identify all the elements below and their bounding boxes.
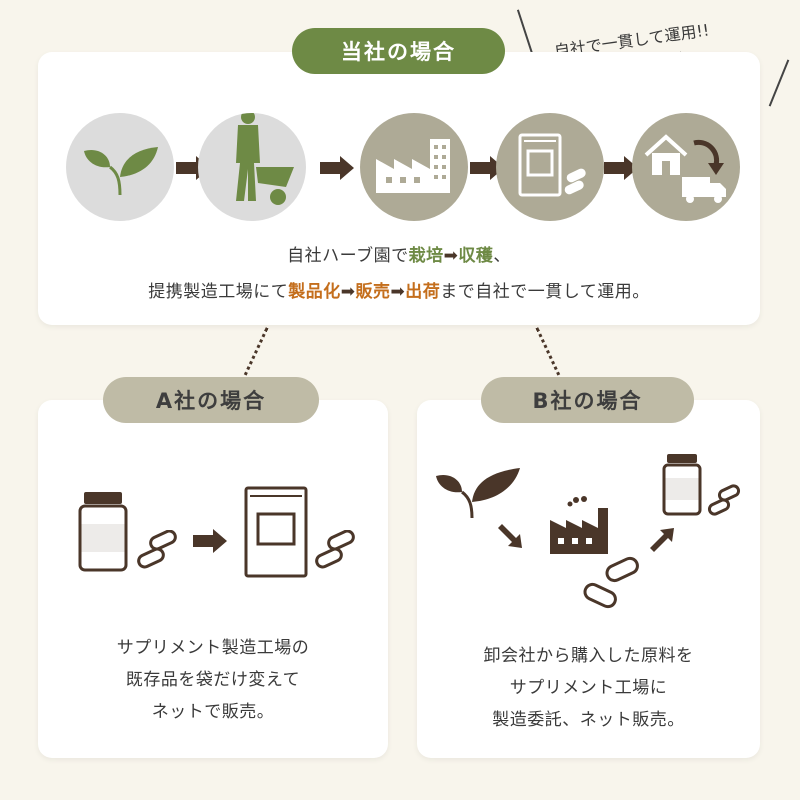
house-delivery-truck-icon bbox=[644, 134, 726, 203]
step-manufacture bbox=[360, 113, 468, 221]
company-b-text: 卸会社から購入した原料を サプリメント工場に 製造委託、ネット販売。 bbox=[417, 640, 760, 736]
desc-cultivate: 栽培 bbox=[408, 246, 444, 266]
company-a-text: サプリメント製造工場の 既存品を袋だけ変えて ネットで販売。 bbox=[38, 632, 388, 728]
connector-a bbox=[240, 327, 269, 383]
company-b-card bbox=[417, 400, 760, 758]
company-a-line-2: 既存品を袋だけ変えて bbox=[125, 670, 301, 690]
company-a-line-3: ネットで販売。 bbox=[151, 702, 275, 722]
slogan-divider-right bbox=[768, 59, 790, 107]
desc-arrow: ➡ bbox=[443, 246, 459, 266]
company-a-line-1: サプリメント製造工場の bbox=[116, 638, 310, 658]
desc-ship: 出荷 bbox=[405, 282, 441, 302]
arrow-right-icon bbox=[470, 156, 504, 180]
arrow-right-icon bbox=[320, 156, 354, 180]
leaf-icon bbox=[84, 147, 158, 196]
company-b-pill: B社の場合 bbox=[481, 377, 694, 423]
capsules-icon bbox=[583, 556, 639, 609]
company-b-line-3: 製造委託、ネット販売。 bbox=[492, 710, 685, 730]
company-b-line-2: サプリメント工場に bbox=[509, 678, 668, 698]
desc-sell: 販売 bbox=[355, 282, 391, 302]
arrow-down-right-icon bbox=[498, 524, 522, 548]
desc-text: 提携製造工場にて bbox=[148, 282, 289, 302]
supplement-bag-icon bbox=[244, 486, 308, 578]
bottle-icon bbox=[662, 454, 702, 516]
factory-icon bbox=[550, 496, 608, 554]
desc-text: まで自社で一貫して運用。 bbox=[440, 282, 650, 302]
capsules-icon bbox=[707, 484, 741, 516]
our-company-desc-line-2: 提携製造工場にて製品化➡販売➡出荷まで自社で一貫して運用。 bbox=[38, 277, 760, 302]
factory-icon bbox=[376, 139, 450, 193]
step-ship bbox=[632, 113, 740, 221]
company-a-card bbox=[38, 400, 388, 758]
desc-arrow: ➡ bbox=[340, 282, 356, 302]
step-harvest bbox=[198, 113, 306, 221]
desc-text: 自社ハーブ園で bbox=[287, 246, 409, 266]
arrow-up-right-icon bbox=[650, 528, 674, 552]
company-b-line-1: 卸会社から購入した原料を bbox=[483, 646, 694, 666]
farmer-wheelbarrow-icon bbox=[236, 113, 294, 205]
our-company-pill: 当社の場合 bbox=[292, 28, 505, 74]
capsules-icon bbox=[137, 530, 177, 569]
arrow-right-icon bbox=[193, 529, 227, 553]
desc-harvest: 収穫 bbox=[458, 246, 494, 266]
company-a-pill: A社の場合 bbox=[103, 377, 319, 423]
desc-productize: 製品化 bbox=[288, 282, 341, 302]
connector-b bbox=[535, 327, 564, 383]
our-company-desc-line-1: 自社ハーブ園で栽培➡収穫、 bbox=[38, 241, 760, 266]
bottle-icon bbox=[78, 492, 128, 572]
desc-text: 、 bbox=[493, 246, 511, 266]
leaf-icon bbox=[436, 468, 520, 519]
arrow-right-icon bbox=[604, 156, 638, 180]
capsules-icon bbox=[315, 530, 355, 569]
desc-arrow: ➡ bbox=[390, 282, 406, 302]
step-productize bbox=[496, 113, 604, 221]
supplement-package-icon bbox=[518, 133, 586, 197]
step-cultivate bbox=[66, 113, 174, 221]
